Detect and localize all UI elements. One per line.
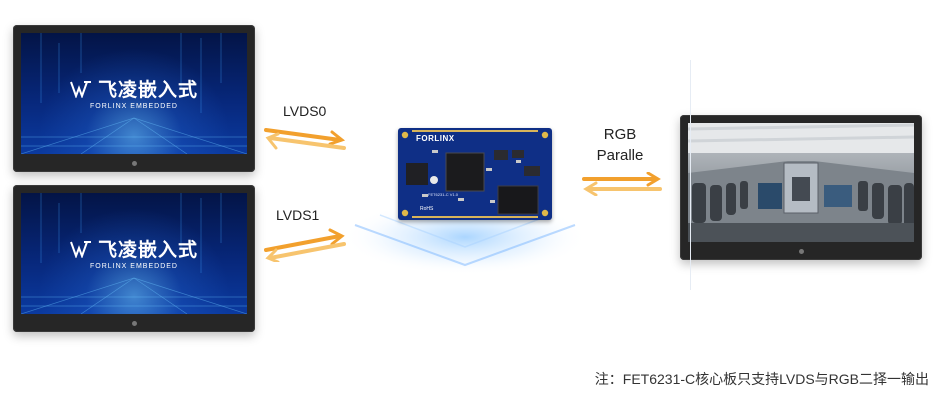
brand-chinese-name: 飞凌嵌入式 (97, 80, 198, 101)
power-dot-icon (798, 249, 804, 254)
monitor-rgb (680, 115, 922, 260)
double-arrow-icon (264, 128, 346, 150)
rgb-label-line2: Paralle (596, 147, 644, 164)
data-rain-graphic (21, 33, 247, 154)
monitor-screen: 飞凌嵌入式 FORLINX EMBEDDED (21, 33, 247, 154)
brand-english-name: FORLINX EMBEDDED (90, 263, 178, 270)
factory-line-image (688, 123, 914, 242)
monitor-lvds0: 飞凌嵌入式 FORLINX EMBEDDED (13, 25, 255, 172)
rohs-mark: RoHS (420, 206, 434, 212)
rgb-parallel-label: RGB Paralle (590, 124, 650, 166)
double-arrow-icon (264, 228, 346, 262)
double-arrow-icon (582, 172, 662, 196)
lvds0-label: LVDS0 (283, 103, 327, 119)
monitor-screen: 飞凌嵌入式 FORLINX EMBEDDED (21, 193, 247, 314)
brand-chinese-name: 飞凌嵌入式 (97, 240, 198, 261)
core-board: FORLINX FET6231-C V1.0 RoHS (398, 128, 552, 220)
board-part-number: FET6231-C V1.0 (428, 192, 459, 197)
forlinx-logo-icon (70, 80, 91, 98)
board-components (401, 130, 549, 218)
lvds1-label: LVDS1 (276, 207, 320, 223)
board-brand: FORLINX (416, 134, 455, 143)
monitor-screen (688, 123, 914, 242)
brand-english-name: FORLINX EMBEDDED (90, 103, 178, 110)
footnote: 注：FET6231-C核心板只支持LVDS与RGB二择一输出 (594, 371, 929, 387)
divider-line (690, 60, 691, 290)
data-rain-graphic (21, 193, 247, 314)
monitor-lvds1: 飞凌嵌入式 FORLINX EMBEDDED (13, 185, 255, 332)
power-dot-icon (131, 161, 137, 166)
rgb-label-line1: RGB (603, 126, 637, 143)
forlinx-logo-icon (70, 240, 91, 258)
power-dot-icon (131, 321, 137, 326)
